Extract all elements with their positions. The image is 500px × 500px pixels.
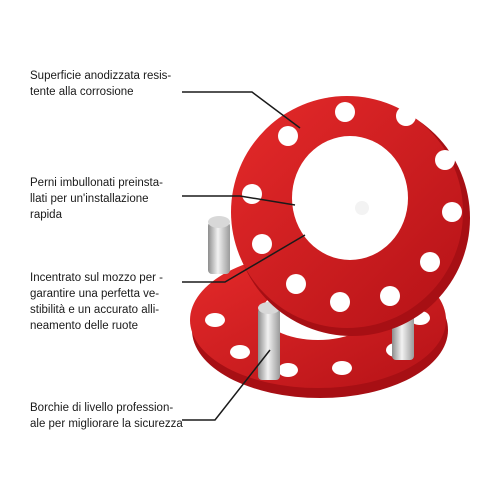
leader-lines <box>182 91 306 421</box>
callout-line: Borchie di livello profession- <box>30 402 174 414</box>
callout-line: Incentrato sul mozzo per - <box>30 272 163 284</box>
callout-line: llati per un'installazione <box>30 193 149 205</box>
callout-line: Superficie anodizzata resis- <box>30 70 172 82</box>
callout-line: Perni imbullonati preinsta- <box>30 177 163 189</box>
callout-preinstalled-studs: Perni imbullonati preinsta- llati per un… <box>30 175 180 223</box>
callout-hub-centric: Incentrato sul mozzo per - garantire una… <box>30 270 180 334</box>
callout-line: rapida <box>30 209 62 221</box>
callout-line: tente alla corrosione <box>30 86 134 98</box>
callout-line: stibilità e un accurato alli- <box>30 304 160 316</box>
stud-front <box>258 302 280 380</box>
callout-anodized-surface: Superficie anodizzata resis- tente alla … <box>30 68 180 100</box>
callout-professional-studs: Borchie di livello profession- ale per m… <box>30 400 183 432</box>
upper-spacer <box>231 96 470 336</box>
stud-left <box>208 216 230 274</box>
leader-line-4 <box>182 349 271 421</box>
callout-line: ale per migliorare la sicurezza <box>30 418 183 430</box>
callout-line: neamento delle ruote <box>30 320 139 332</box>
callout-line: garantire una perfetta ve- <box>30 288 160 300</box>
leader-line-3 <box>182 234 306 283</box>
leader-line-2 <box>182 195 296 206</box>
leader-line-1 <box>182 91 301 129</box>
